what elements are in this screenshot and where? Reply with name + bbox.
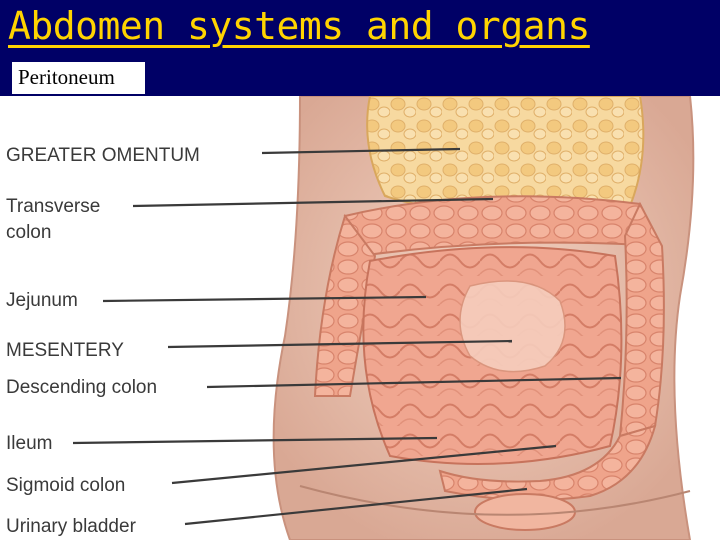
leader-sigmoid-colon xyxy=(171,444,557,485)
label-mesentery: MESENTERY xyxy=(6,340,124,361)
label-greater-omentum: GREATER OMENTUM xyxy=(6,145,200,166)
abdomen-illustration xyxy=(72,96,695,540)
pelvis-outline xyxy=(299,485,691,516)
label-ileum: Ileum xyxy=(6,433,53,454)
label-transverse-colon-line2: colon xyxy=(6,222,52,243)
greater-omentum-shape xyxy=(366,96,645,214)
slide-subtitle: Peritoneum xyxy=(18,65,115,89)
leader-urinary-bladder xyxy=(184,487,528,526)
label-sigmoid-colon: Sigmoid colon xyxy=(6,475,126,496)
leader-greater-omentum xyxy=(261,147,461,155)
label-descending-colon: Descending colon xyxy=(6,377,158,398)
leader-jejunum xyxy=(102,295,427,303)
slide-title: Abdomen systems and organs xyxy=(8,4,590,48)
sigmoid-colon-shape xyxy=(438,424,657,501)
subtitle-box xyxy=(12,62,145,94)
descending-colon-shape xyxy=(618,201,665,438)
leader-mesentery xyxy=(167,339,513,349)
leader-transverse-colon xyxy=(132,197,494,208)
leader-descending-colon xyxy=(206,376,622,389)
label-transverse-colon-line1: Transverse xyxy=(6,196,101,217)
label-jejunum: Jejunum xyxy=(6,290,78,311)
label-urinary-bladder: Urinary bladder xyxy=(6,516,136,537)
mesentery-shape xyxy=(459,280,566,373)
leader-ileum xyxy=(72,436,438,445)
